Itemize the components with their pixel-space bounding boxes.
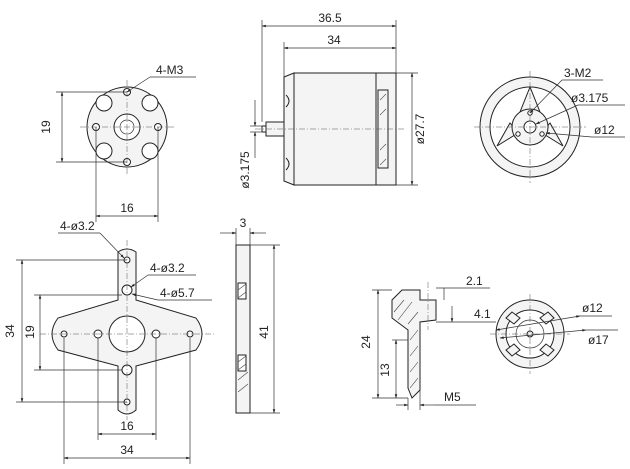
front-face-screw-hole [515, 131, 521, 137]
dim-mid-4-1: 4.1 [474, 307, 491, 321]
dim-outer-width-34: 34 [120, 443, 134, 457]
cross-mount-view: 4-ø3.2 4-ø3.2 4-ø5.7 34 19 16 34 [3, 219, 214, 464]
dim-inner-height-19: 19 [23, 325, 37, 339]
dim-height-24: 24 [359, 335, 373, 349]
adapter-top-view: ø12 ø17 [490, 294, 618, 374]
callout-hole-c: 4-ø5.7 [160, 286, 195, 300]
dim-top-2-1: 2.1 [466, 274, 483, 288]
leader-line [99, 232, 125, 259]
dim-height-19: 19 [39, 120, 53, 134]
dim-adapter-inner-diameter: ø12 [582, 301, 603, 315]
mount-side-cutout [237, 354, 247, 372]
dim-overall-length: 36.5 [318, 11, 342, 25]
motor-side-view: 36.5 34 ø3.175 ø27.7 [238, 11, 427, 189]
dim-adapter-outer-diameter: ø17 [588, 333, 609, 347]
motor-face-vent [95, 142, 113, 160]
callout-3-m2: 3-M2 [564, 66, 592, 80]
dim-hub-diameter: ø12 [594, 123, 615, 137]
callout-4-m3: 4-M3 [156, 63, 184, 77]
dim-lower-13: 13 [378, 363, 392, 377]
motor-face-vent [95, 94, 113, 112]
dimension-line [495, 315, 581, 331]
adapter-web [505, 343, 521, 357]
motor-face-inner-bore [119, 119, 135, 135]
prop-adapter-view: 2.1 4.1 24 13 M5 [359, 274, 496, 410]
leader-line [529, 79, 563, 114]
dim-shaft-diameter: ø3.175 [238, 151, 252, 189]
dim-inner-width-16: 16 [120, 419, 134, 433]
motor-rear-groove [285, 94, 290, 171]
leader-line [545, 132, 593, 138]
motor-front-view: 3-M2 ø3.175 ø12 [474, 66, 625, 183]
motor-face-vent [141, 94, 159, 112]
dim-width-16: 16 [120, 201, 134, 215]
callout-hole-b: 4-ø3.2 [150, 261, 185, 275]
dim-outer-height-34: 34 [3, 324, 17, 338]
mount-side-cutout [237, 282, 247, 300]
front-face-screw-hole [539, 131, 545, 137]
dim-thickness-3: 3 [240, 216, 247, 230]
dim-body-length: 34 [327, 33, 341, 47]
adapter-web [539, 343, 555, 357]
dim-body-diameter: ø27.7 [413, 113, 427, 144]
motor-face-vent [141, 142, 159, 160]
mount-side-view: 3 41 [220, 216, 280, 414]
dim-length-41: 41 [257, 325, 271, 339]
dimension-line [499, 329, 587, 339]
leader-line [130, 274, 149, 288]
leader-line [535, 104, 579, 125]
dim-front-shaft-diameter: ø3.175 [571, 91, 609, 105]
motor-face-view: 4-M3 19 16 [39, 63, 196, 222]
dim-thread-m5: M5 [444, 390, 461, 404]
leader-line [131, 293, 159, 301]
callout-hole-a: 4-ø3.2 [60, 219, 95, 233]
leader-line [126, 76, 151, 93]
